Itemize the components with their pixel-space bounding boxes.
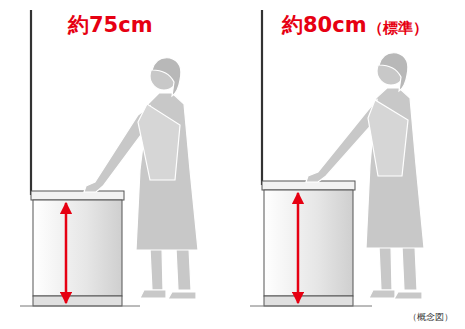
woman-figure [306,53,424,299]
wall-line [261,10,263,185]
plinth [33,296,122,306]
cabinet [264,190,353,296]
standard-note: （標準） [368,20,428,37]
height-label: 約80cm [282,14,367,37]
panel-80 [250,10,424,306]
floor-line [20,306,140,307]
counter-top [31,191,124,200]
height-arrow [297,193,300,303]
plinth [264,296,353,306]
wall-line [30,10,32,195]
floor-line [250,306,372,307]
cabinet [33,200,122,296]
caption-note: （概念図） [408,313,453,323]
woman-figure [84,58,198,299]
panel-75 [20,10,198,316]
height-arrow [65,203,68,303]
height-label: 約75cm [68,14,153,37]
